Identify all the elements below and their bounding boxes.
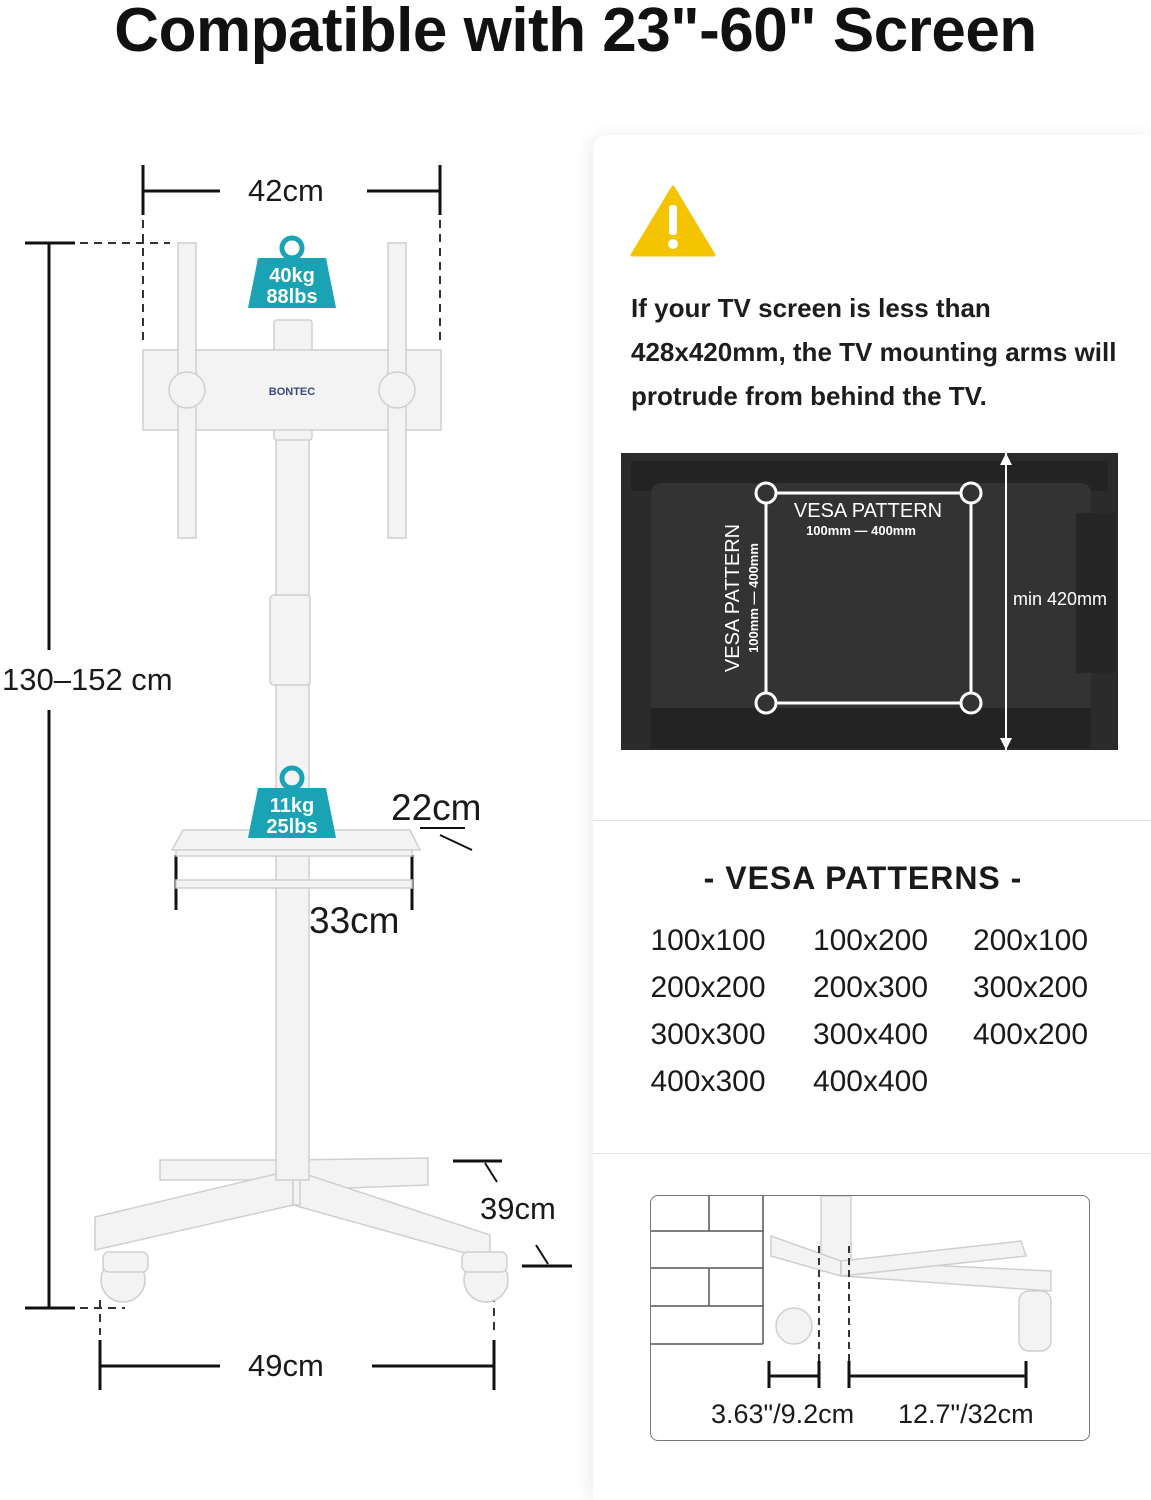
vesa-pattern: 100x200: [812, 924, 929, 957]
divider: [593, 1153, 1151, 1154]
wall-clearance-inset: 3.63"/9.2cm 12.7"/32cm: [650, 1195, 1090, 1441]
shelf-depth-label: 22cm: [391, 787, 482, 828]
vesa-pattern: 300x300: [650, 1018, 766, 1051]
mount-width-label: 42cm: [248, 173, 324, 208]
vesa-pattern: 200x100: [972, 924, 1089, 957]
min-height-label: min 420mm: [1013, 589, 1107, 609]
vesa-pattern: 200x200: [650, 971, 766, 1004]
vesa-range-horizontal: 100mm — 400mm: [806, 523, 916, 538]
vesa-pattern-grid: 100x100 100x200 200x100 200x200 200x300 …: [628, 925, 1108, 1098]
mount-load-lbs: 88lbs: [266, 286, 318, 308]
brand-logo: BONTEC: [269, 386, 316, 398]
vesa-pattern: 400x400: [812, 1065, 929, 1098]
wall-clearance-diagram: [651, 1196, 1052, 1388]
shelf-load-kg: 11kg: [269, 795, 315, 817]
weight-badge-icon: [248, 235, 336, 308]
divider: [593, 820, 1151, 821]
vesa-range-vertical: 100mm — 400mm: [746, 543, 761, 653]
base-depth-label: 39cm: [480, 1191, 556, 1226]
warning-text: If your TV screen is less than 428x420mm…: [631, 293, 1117, 411]
mount-load-kg: 40kg: [269, 265, 315, 287]
vesa-pattern: 200x300: [812, 971, 929, 1004]
vesa-pattern: 400x300: [650, 1065, 766, 1098]
tv-stand-illustration: BONTEC: [25, 165, 572, 1390]
vesa-heading: - VESA PATTERNS -: [703, 860, 1023, 896]
clearance-right-label: 12.7"/32cm: [898, 1399, 1034, 1429]
vesa-pattern: 400x200: [972, 1018, 1089, 1051]
warning-icon: [630, 185, 716, 257]
vesa-pattern: 300x200: [972, 971, 1089, 1004]
tv-back-diagram: VESA PATTERN 100mm — 400mm VESA PATTERN …: [621, 453, 1118, 750]
height-label: 130–152 cm: [2, 662, 173, 697]
weight-badge-icon: [248, 765, 336, 838]
vesa-pattern: 100x100: [650, 924, 766, 957]
page-title: Compatible with 23"-60" Screen: [114, 0, 1037, 65]
vesa-label-horizontal: VESA PATTERN: [794, 500, 942, 522]
vesa-pattern: 300x400: [812, 1018, 929, 1051]
shelf-load-lbs: 25lbs: [266, 816, 318, 838]
shelf-width-label: 33cm: [309, 900, 400, 941]
vesa-label-vertical: VESA PATTERN: [722, 524, 744, 672]
base-width-label: 49cm: [248, 1348, 324, 1383]
clearance-left-label: 3.63"/9.2cm: [711, 1399, 855, 1429]
